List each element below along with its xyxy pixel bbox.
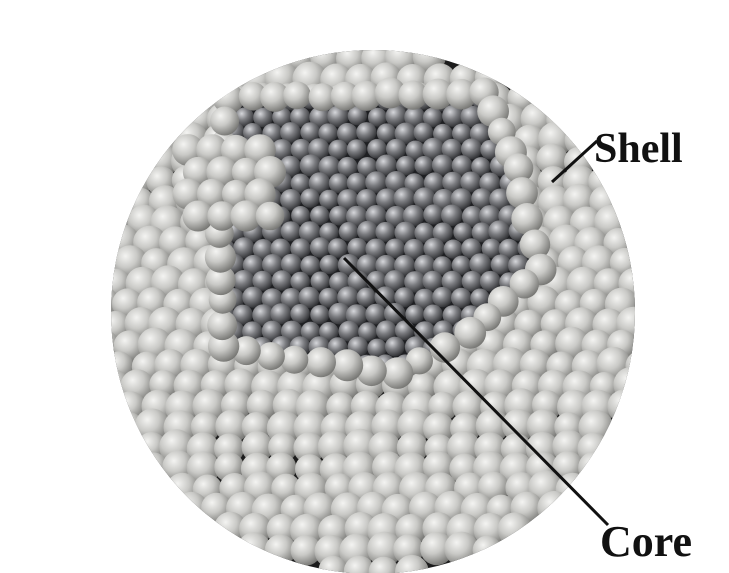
core-atom <box>290 304 309 323</box>
core-atom <box>347 139 367 159</box>
shell-rim-atom <box>331 349 363 381</box>
core-atom <box>356 122 376 142</box>
shell-rim-atom <box>306 347 336 377</box>
core-atom <box>423 305 442 324</box>
shell-rim-atom <box>257 342 285 370</box>
core-atom <box>385 337 405 357</box>
core-atom <box>300 189 319 208</box>
core-atom <box>415 156 434 175</box>
core-label: Core <box>600 517 692 566</box>
shell-rim-atom <box>256 202 285 231</box>
core-atom <box>272 270 292 290</box>
core-atom <box>320 255 339 274</box>
core-atom <box>423 204 443 224</box>
shell-rim-atom <box>283 81 311 109</box>
core-atom <box>310 237 330 257</box>
shell-rim-atom <box>280 346 308 374</box>
core-atom <box>432 287 452 307</box>
core-atom <box>310 305 329 324</box>
core-atom <box>281 221 301 241</box>
shell-rim-atom <box>207 310 237 340</box>
shell-rim-atom <box>210 107 239 136</box>
core-atom <box>451 288 471 308</box>
shell-label: Shell <box>594 126 683 172</box>
